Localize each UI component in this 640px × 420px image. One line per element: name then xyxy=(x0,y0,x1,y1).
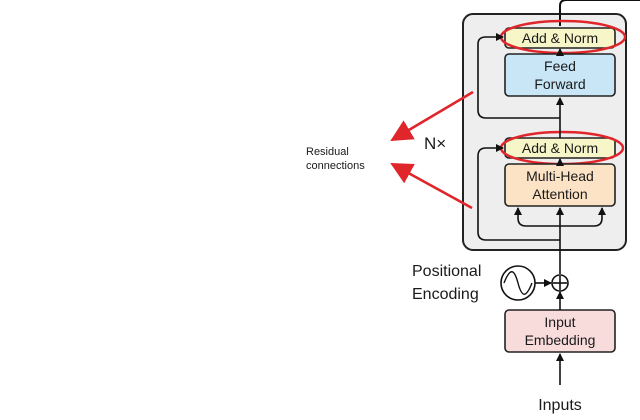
residual-label-line2: connections xyxy=(306,160,365,172)
positional-encoding-line1: Positional xyxy=(412,263,481,280)
positional-encoding-line2: Encoding xyxy=(412,286,479,303)
red-arrow-upper xyxy=(390,90,474,142)
add-norm-bottom-label: Add & Norm xyxy=(522,140,598,156)
attention-label-line1: Multi-Head xyxy=(526,168,594,184)
residual-path-attention xyxy=(477,144,560,241)
feed-forward-label-line2: Forward xyxy=(534,76,585,92)
attention-input-right xyxy=(560,207,606,227)
residual-label-line1: Residual xyxy=(306,146,349,158)
output-line xyxy=(559,0,640,26)
residual-path-ff xyxy=(477,33,560,119)
sine-wave-curve xyxy=(503,271,533,295)
red-arrow-lower xyxy=(390,162,473,210)
attention-label-line2: Attention xyxy=(532,186,587,202)
stack-count-label: N× xyxy=(424,134,446,153)
add-norm-top-label: Add & Norm xyxy=(522,30,598,46)
attention-input-left xyxy=(514,207,560,227)
input-embedding-line1: Input xyxy=(544,314,575,330)
feed-forward-label-line1: Feed xyxy=(544,58,576,74)
input-embedding-line2: Embedding xyxy=(525,332,596,348)
inputs-label: Inputs xyxy=(538,397,582,414)
